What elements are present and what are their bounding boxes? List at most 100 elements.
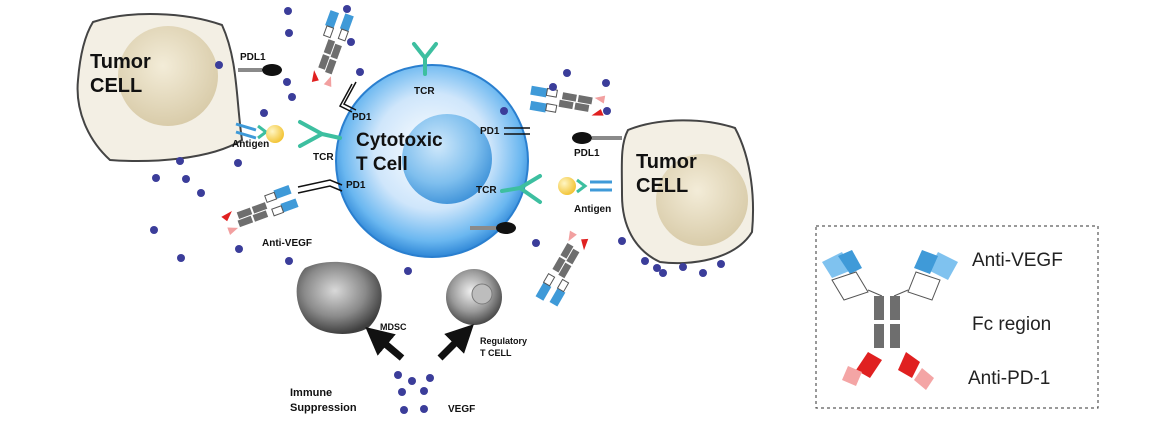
vegf-dot (653, 264, 661, 272)
antigen-right-label: Antigen (574, 204, 611, 215)
pdl1-right: PDL1 (572, 132, 622, 159)
vegf-dot (176, 157, 184, 165)
legend-anti-pd1: Anti-PD-1 (968, 368, 1050, 389)
pdl1-top-left: PDL1 (238, 52, 282, 76)
vegf-dot (285, 29, 293, 37)
arrow-to-treg (437, 324, 474, 361)
vegf-dot (532, 239, 540, 247)
cytotoxic-line1: Cytotoxic (356, 130, 443, 151)
antigen-right: Antigen (558, 177, 612, 215)
vegf-dot (343, 5, 351, 13)
regulatory-label: Regulatory T CELL (480, 336, 530, 358)
antibody-bottom-right (535, 230, 589, 307)
vegf-dot (150, 226, 158, 234)
tcr-top: TCR (412, 42, 438, 97)
immune-line2: Suppression (290, 402, 357, 414)
legend-fc-region: Fc region (972, 314, 1051, 335)
vegf-dot (679, 263, 687, 271)
mdsc-label: MDSC (380, 322, 407, 332)
vegf-dot (356, 68, 364, 76)
vegf-dot (215, 61, 223, 69)
tcr-right-label: TCR (476, 185, 497, 196)
pd1-top-link: PD1 (338, 81, 372, 123)
vegf-dot (408, 377, 416, 385)
pdl1-right-label: PDL1 (574, 148, 600, 159)
tcr-left: TCR (298, 120, 342, 163)
regulatory-line1: Regulatory (480, 336, 527, 346)
mdsc-cell: MDSC (296, 261, 407, 334)
cytotoxic-line2: T Cell (356, 154, 408, 175)
vegf-dot (618, 237, 626, 245)
antigen-left-label: Antigen (232, 139, 269, 150)
tumor-left-line1: Tumor (90, 51, 151, 73)
immune-suppression-label: Immune Suppression (290, 387, 357, 414)
vegf-dot (284, 7, 292, 15)
legend-box: Anti-VEGF Fc region Anti-PD-1 (815, 225, 1099, 409)
vegf-dot (420, 405, 428, 413)
antibody-top (311, 10, 354, 87)
vegf-dot (288, 93, 296, 101)
regulatory-line2: T CELL (480, 348, 512, 358)
tumor-right-label: Tumor CELL (636, 151, 702, 197)
antigen-left: Antigen (232, 122, 284, 150)
vegf-dot (394, 371, 402, 379)
arrow-to-mdsc (365, 326, 405, 361)
vegf-dot (400, 406, 408, 414)
vegf-dot (347, 38, 355, 46)
vegf-dot (404, 267, 412, 275)
tumor-nucleus-left (118, 26, 218, 126)
tcr-left-label: TCR (313, 152, 334, 163)
t-cell-nucleus (402, 114, 492, 204)
vegf-dot (603, 107, 611, 115)
tumor-left-line2: CELL (90, 75, 142, 97)
immune-line1: Immune (290, 387, 332, 399)
vegf-dot (182, 175, 190, 183)
vegf-particles (150, 5, 725, 414)
vegf-dot (699, 269, 707, 277)
vegf-dot (641, 257, 649, 265)
vegf-dot (420, 387, 428, 395)
tumor-right-line1: Tumor (636, 151, 697, 173)
vegf-dot (500, 107, 508, 115)
vegf-dot (177, 254, 185, 262)
tumor-right-line2: CELL (636, 175, 688, 197)
tumor-cell-right: Tumor CELL (620, 119, 754, 265)
pd1-left-link: PD1 (297, 179, 366, 194)
regulatory-t-cell: Regulatory T CELL (446, 269, 530, 358)
vegf-dot (602, 79, 610, 87)
legend-antibody-icon (822, 250, 958, 390)
antibody-right-top (529, 85, 606, 116)
vegf-dot (283, 78, 291, 86)
cytotoxic-t-cell: Cytotoxic T Cell (335, 64, 529, 258)
pdl1-top-left-label: PDL1 (240, 52, 266, 63)
tumor-left-label: Tumor CELL (90, 51, 156, 97)
vegf-dot (563, 69, 571, 77)
vegf-dot (659, 269, 667, 277)
vegf-label: VEGF (448, 404, 475, 415)
vegf-dot (235, 245, 243, 253)
vegf-dot (717, 260, 725, 268)
vegf-dot (549, 83, 557, 91)
anti-vegf-label: Anti-VEGF (262, 238, 312, 249)
pd1-top-label: PD1 (352, 112, 372, 123)
vegf-dot (398, 388, 406, 396)
pd1-right-link: PD1 (480, 126, 530, 137)
pd1-right-label: PD1 (480, 126, 500, 137)
vegf-dot (260, 109, 268, 117)
vegf-dot (152, 174, 160, 182)
tcr-top-label: TCR (414, 86, 435, 97)
tcr-right: TCR (476, 174, 542, 204)
antibody-left (221, 185, 299, 236)
vegf-dot (197, 189, 205, 197)
vegf-dot (234, 159, 242, 167)
vegf-dot (285, 257, 293, 265)
tumor-cell-left: Tumor CELL (76, 13, 244, 162)
vegf-dot (426, 374, 434, 382)
pdl1-bottom (470, 222, 516, 234)
legend-anti-vegf: Anti-VEGF (972, 250, 1063, 271)
pd1-left-label: PD1 (346, 180, 366, 191)
cytotoxic-label: Cytotoxic T Cell (356, 130, 448, 175)
tumor-nucleus-right (656, 154, 748, 246)
